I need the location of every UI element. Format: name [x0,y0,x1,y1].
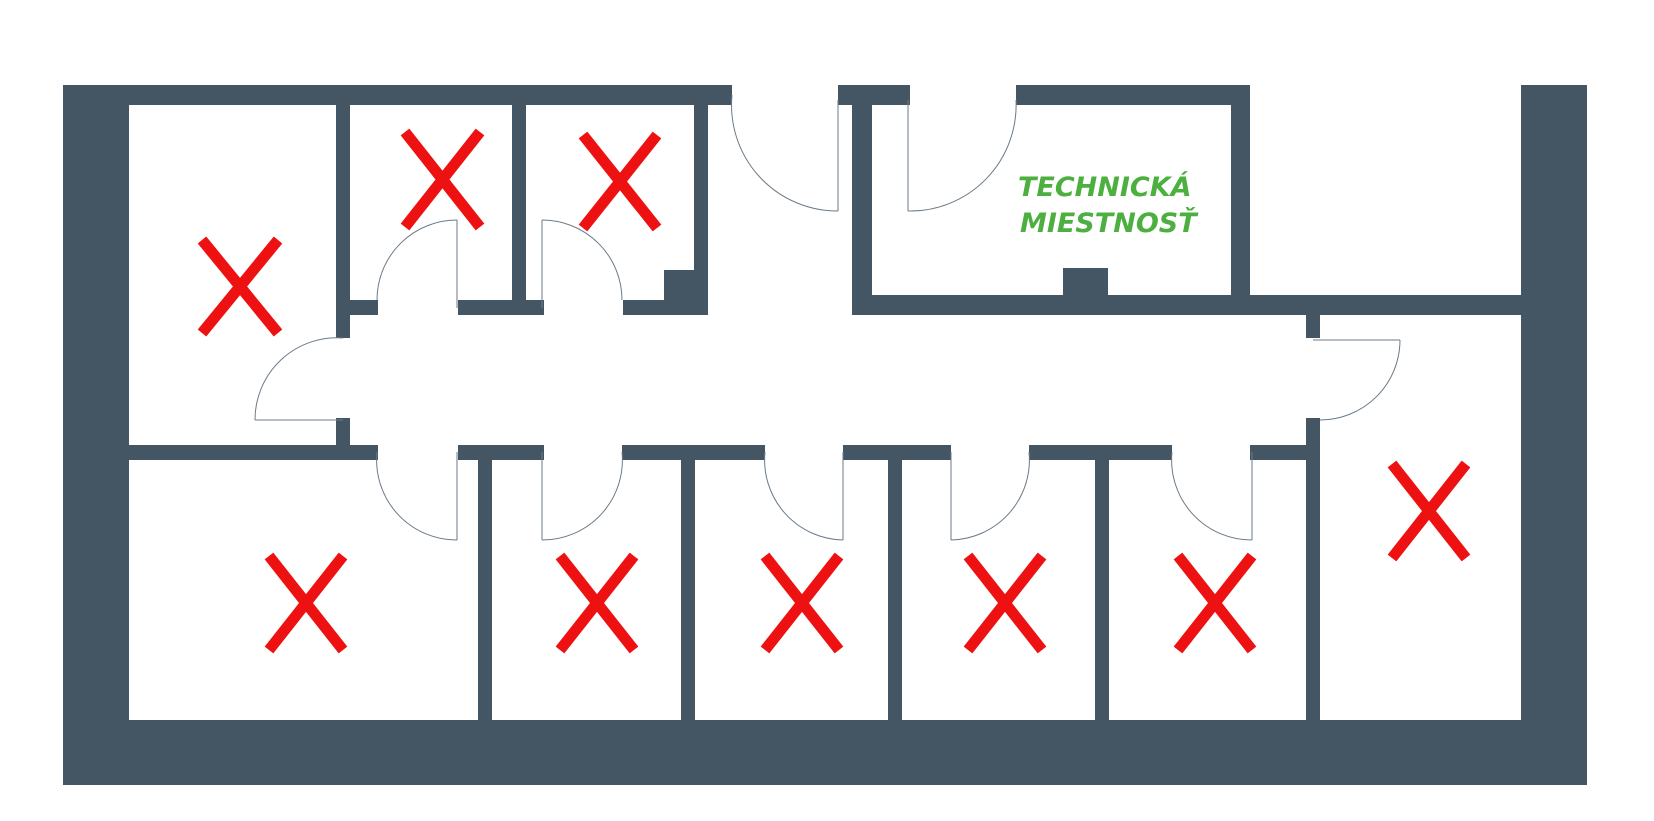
door-left-room [254,337,344,421]
wall-v-left-upper [336,300,350,338]
door-bottom-room-3 [764,451,844,541]
tech-room-block [1063,268,1108,298]
unavailable-mark-bottom-room-3 [760,552,844,654]
bottom-divider-3 [888,445,902,725]
door-technical-room [907,99,1017,212]
unavailable-mark-small-room-1 [400,128,485,231]
outer-walls [63,85,1587,785]
unavailable-mark-bottom-room-2 [555,552,639,654]
door-right-room [1313,339,1401,421]
outer-wall-left [63,85,129,785]
unavailable-mark-bottom-room-5 [1173,552,1257,654]
outer-wall-right [1521,85,1587,785]
outer-wall-top-mid [838,85,910,105]
bottom-divider-5 [1306,418,1320,725]
unavailable-marks [197,128,1471,654]
door-bottom-room-1 [376,451,458,541]
door-bottom-room-2 [541,451,623,541]
outer-wall-bottom [63,720,1587,785]
bottom-divider-4 [1095,445,1109,725]
interior-walls [129,85,1521,725]
doors [254,94,1401,541]
unavailable-mark-left-room [197,236,283,337]
door-small-room-1 [376,219,458,308]
wall-h-small-rooms-2 [458,300,544,315]
tech-room-wall-right [1231,85,1250,300]
door-entrance [731,94,839,212]
outer-wall-top-right [1016,85,1250,105]
door-bottom-room-5 [1171,451,1253,541]
outer-wall-top-left [63,85,732,105]
technical-room-label-line2: MIESTNOSŤ [1020,207,1199,239]
wall-corner-block [664,270,708,315]
wall-v-512 [512,85,526,315]
wall-v-694 [694,85,708,315]
tech-room-wall-bottom [852,295,1521,315]
door-bottom-room-4 [950,451,1030,541]
tech-room-wall-left [852,85,872,315]
corridor-wall-1 [458,445,544,460]
unavailable-mark-bottom-room-1 [264,552,348,654]
corridor-wall-5 [1250,445,1320,460]
technical-room-label-line1: TECHNICKÁ [1018,171,1192,203]
bottom-divider-2 [681,445,695,725]
unavailable-mark-right-room [1387,460,1471,562]
wall-h-left [129,445,378,460]
wall-v-336 [336,85,350,315]
door-small-room-2 [541,219,623,308]
unavailable-mark-small-room-2 [578,131,662,232]
bottom-divider-1 [478,445,492,725]
unavailable-mark-bottom-room-4 [963,552,1047,654]
